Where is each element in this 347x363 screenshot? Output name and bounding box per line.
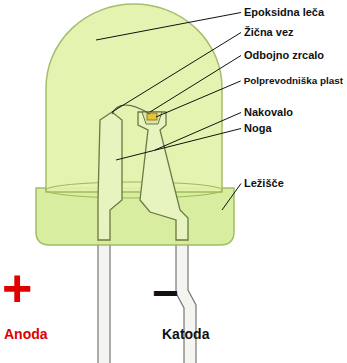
leader-line bbox=[156, 81, 241, 117]
leader-line bbox=[116, 129, 241, 161]
terminal-name: Katoda bbox=[162, 327, 209, 341]
polarity-sign: − bbox=[152, 270, 179, 316]
part-label: Polprevodniška plast bbox=[244, 76, 343, 86]
leader-line bbox=[112, 33, 241, 113]
part-label: Epoksidna leča bbox=[244, 7, 324, 18]
anvil bbox=[138, 112, 188, 240]
part-label: Žična vez bbox=[244, 27, 294, 38]
part-label: Odbojno zrcalo bbox=[244, 50, 324, 61]
part-label: Nakovalo bbox=[244, 107, 293, 118]
reflector-cup bbox=[142, 112, 162, 124]
polarity-sign: + bbox=[2, 262, 32, 314]
leader-line bbox=[96, 13, 241, 41]
leader-line bbox=[150, 56, 241, 113]
leader-line bbox=[222, 184, 241, 211]
part-label: Noga bbox=[244, 123, 272, 134]
lens-base-edge bbox=[46, 182, 222, 198]
post bbox=[98, 112, 122, 240]
bond-wire bbox=[112, 105, 150, 114]
semiconductor-chip bbox=[147, 113, 157, 120]
led-flange bbox=[36, 188, 234, 245]
part-label: Ležišče bbox=[244, 178, 284, 189]
terminal-name: Anoda bbox=[4, 327, 48, 341]
